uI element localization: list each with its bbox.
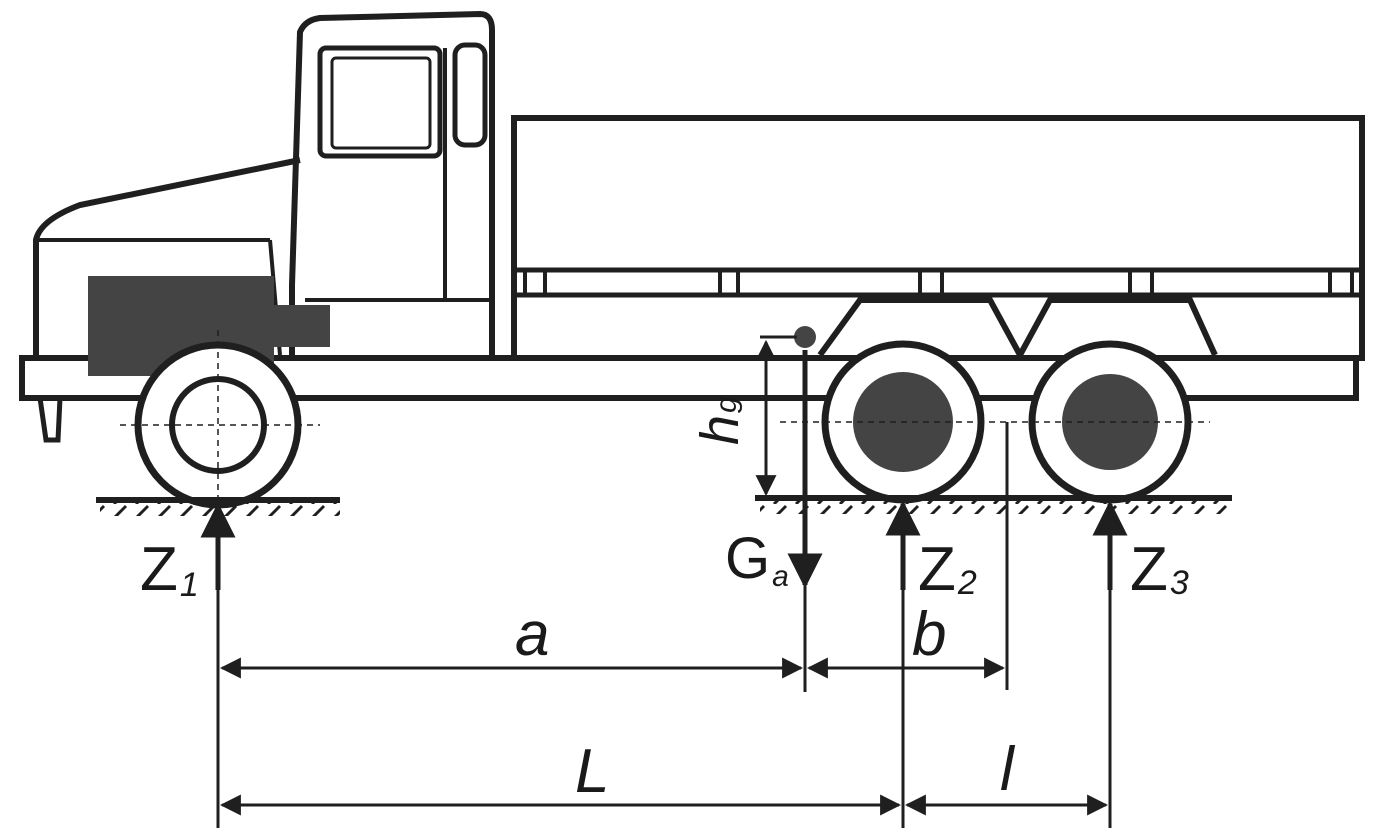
label-hg: hg <box>690 396 750 445</box>
force-arrows <box>200 350 1128 590</box>
cab-rear-window <box>452 42 488 148</box>
label-L: L <box>575 737 609 806</box>
cab-door-window <box>317 45 443 159</box>
label-ga: Ga <box>725 526 789 593</box>
ground-rear <box>755 495 1232 514</box>
chassis-frame <box>19 355 1359 401</box>
label-z1: Z1 <box>140 535 199 604</box>
center-of-gravity <box>760 326 816 348</box>
label-l: l <box>1000 735 1016 804</box>
cargo-box <box>511 115 1365 361</box>
label-a: a <box>515 600 549 669</box>
dimension-lines <box>219 657 1109 816</box>
extension-lines <box>216 422 1112 828</box>
cab-outline <box>289 10 495 355</box>
label-z2: Z2 <box>918 535 977 604</box>
cab-door-window-inner <box>330 56 432 150</box>
label-b: b <box>912 600 946 669</box>
label-z3: Z3 <box>1130 535 1189 604</box>
axle-centerlines <box>120 330 1210 505</box>
